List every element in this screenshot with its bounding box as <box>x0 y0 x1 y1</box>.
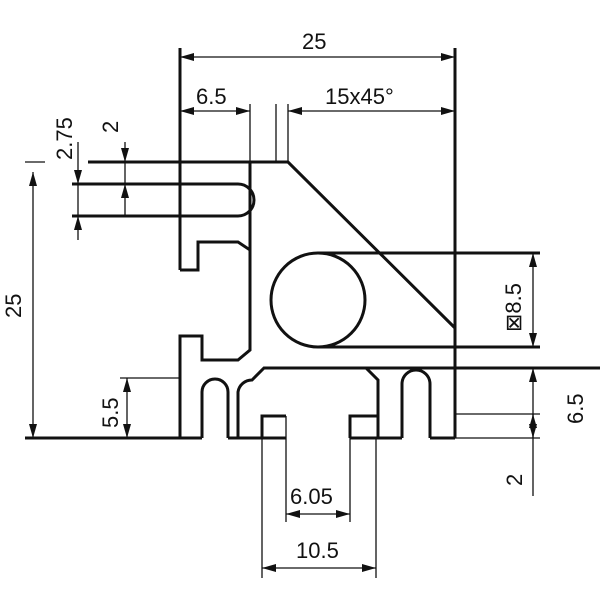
arrowhead <box>529 368 537 382</box>
profile-outline <box>25 48 600 440</box>
bottom-left-slot <box>200 377 230 438</box>
arrowhead <box>529 333 537 347</box>
arrowhead <box>123 378 131 392</box>
label-left-slot-width: 6.5 <box>196 84 227 109</box>
arrowhead <box>74 170 82 184</box>
arrowhead <box>74 216 82 230</box>
arrowhead <box>262 564 276 572</box>
bottom-center-tslot <box>236 366 380 438</box>
arrowhead <box>123 424 131 438</box>
left-tslot-upper <box>180 162 252 272</box>
label-chamfer: 15x45° <box>325 84 394 109</box>
arrowhead <box>441 107 455 115</box>
arrowhead <box>29 424 37 438</box>
bore-circle <box>269 251 367 349</box>
arrowhead <box>29 172 37 186</box>
inner-left-wall <box>178 250 252 378</box>
label-overall-height: 25 <box>1 294 26 318</box>
arrowhead <box>529 253 537 267</box>
arrowhead <box>180 53 194 61</box>
label-right-slot-height: 6.5 <box>563 393 588 424</box>
arrowhead <box>121 184 129 198</box>
label-bore-diameter: ⊠8.5 <box>501 283 526 332</box>
bottom-center-tslot-inner <box>260 414 378 438</box>
arrowhead <box>441 53 455 61</box>
left-upper-slot <box>72 182 256 218</box>
label-outer-slot-width: 10.5 <box>296 538 339 563</box>
bottom-right-slot <box>400 368 432 438</box>
label-slot-depth: 2.75 <box>52 117 77 160</box>
arrowhead <box>121 148 129 162</box>
arrowhead <box>362 564 376 572</box>
label-bottom-slot-depth: 2 <box>502 474 527 486</box>
arrowhead <box>286 510 300 518</box>
label-overall-width: 25 <box>302 29 326 54</box>
arrowhead <box>236 107 250 115</box>
arrowhead <box>529 414 537 428</box>
label-slot-height: 2 <box>98 121 123 133</box>
arrowhead <box>288 107 302 115</box>
arrowhead <box>180 107 194 115</box>
arrowhead <box>336 510 350 518</box>
dimension-labels: 25 6.5 15x45° 2.75 2 25 ⊠8.5 5.5 6.5 2 6… <box>1 29 588 563</box>
label-lower-slot-height: 5.5 <box>98 397 123 428</box>
dimension-lines <box>25 53 540 578</box>
label-inner-slot-width: 6.05 <box>290 484 333 509</box>
